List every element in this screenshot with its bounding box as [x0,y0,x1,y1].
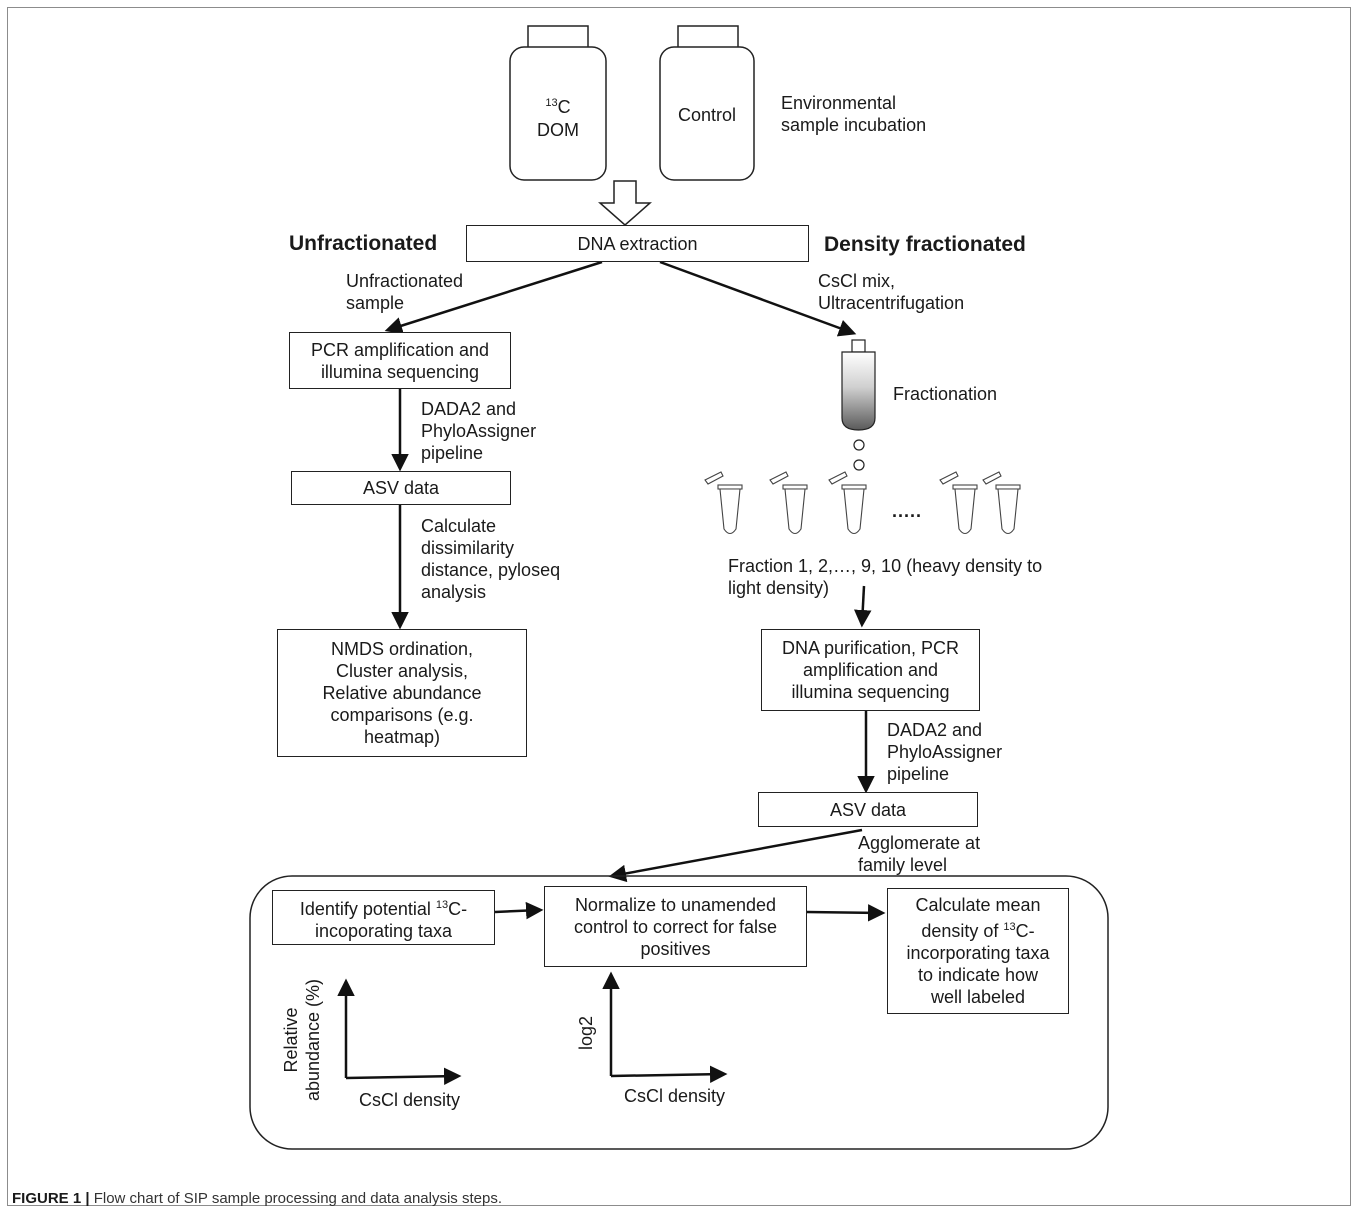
analysis-container [249,875,1109,1150]
normalize-box: Normalize to unamended control to correc… [544,886,807,967]
bottle-control-label: Control [677,105,737,125]
hollow-down-arrow [598,180,652,226]
arrow-to-centrifuge [659,260,857,337]
arrow-identify-to-normalize [494,901,544,920]
asv-data-box-left: ASV data [291,471,511,505]
fraction-label: Fraction 1, 2,…, 9, 10 (heavy density to… [728,556,1043,598]
heading-unfractionated: Unfractionated [289,232,438,255]
droplet-icon [853,439,865,451]
dna-purification-box: DNA purification, PCR amplification and … [761,629,980,711]
heading-density-fractionated: Density fractionated [824,233,1026,256]
asv-data-box-right: ASV data [758,792,978,827]
axis1-x [345,1067,462,1085]
centrifuge-tube-icon [841,339,876,431]
figure-caption: FIGURE 1 | Flow chart of SIP sample proc… [12,1190,502,1207]
calculate-mean-density-box: Calculate mean density of 13C- incorpora… [887,888,1069,1014]
figure-frame [7,7,1351,1206]
axis2-x-label: CsCl density [624,1086,726,1106]
cscl-label: CsCl mix, Ultracentrifugation [818,271,965,313]
calculate-dissimilarity-label: Calculate dissimilarity distance, pylose… [421,516,561,602]
dada2-label-right: DADA2 and PhyloAssigner pipeline [887,720,1003,784]
bottle-control [659,25,755,181]
nmds-box: NMDS ordination, Cluster analysis, Relat… [277,629,527,757]
arrow-normalize-to-calcmean [806,904,886,922]
droplet-icon [853,459,865,471]
arrow-fractions-to-dna-pur [853,585,872,628]
arrow-asv-to-analysis [608,828,863,883]
agglomerate-label: Agglomerate at family level [858,833,981,875]
unfractionated-sample-label: Unfractionated sample [346,271,464,313]
incubation-label: Environmental sample incubation [781,93,927,135]
bottle-13c-label: 13C DOM [537,97,579,140]
arrow-to-pcr-left [384,260,603,335]
microtube-icons [704,471,1021,535]
axis1-y-label: Relative abundance (%) [281,978,323,1102]
dada2-label-left: DADA2 and PhyloAssigner pipeline [421,399,537,463]
tube-ellipsis: ..... [892,501,923,521]
axis2-x [610,1065,728,1083]
fractionation-label: Fractionation [893,384,998,404]
axis1-x-label: CsCl density [359,1090,461,1110]
axis2-y-label: log2 [576,1015,596,1051]
dna-extraction-box: DNA extraction [466,225,809,262]
bottle-13c-dom [509,25,607,181]
identify-taxa-box: Identify potential 13C- incoporating tax… [272,890,495,945]
